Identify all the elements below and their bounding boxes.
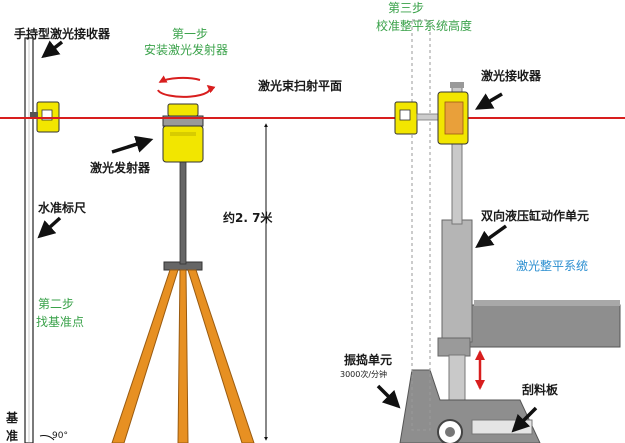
right-angle-mark [39, 435, 55, 441]
receiver-mast [450, 82, 464, 225]
calibration-receiver [394, 101, 442, 135]
vibrating-spec-label: 3000次/分钟 [340, 369, 387, 379]
angle-label: 90° [52, 431, 68, 441]
step2-desc: 找基准点 [36, 315, 84, 329]
level-staff-label: 水准标尺 [38, 200, 86, 215]
cylinder-unit-label: 双向液压缸动作单元 [481, 208, 589, 223]
datum-char-2: 准 [6, 428, 18, 443]
step3-title: 第三步 [388, 1, 424, 15]
step1-desc: 安装激光发射器 [144, 42, 228, 57]
calibration-column [411, 19, 431, 431]
step2-title: 第二步 [38, 297, 74, 311]
scraper-label: 刮料板 [522, 382, 559, 397]
laser-emitter-label: 激光发射器 [90, 160, 151, 175]
handheld-receiver-label: 手持型激光接收器 [14, 26, 111, 41]
leveling-system-label: 激光整平系统 [516, 258, 588, 273]
height-label: 约2. 7米 [223, 210, 273, 225]
datum-char-1: 基 [5, 410, 19, 425]
step3-desc: 校准整平系统高度 [376, 18, 472, 33]
pointer-arrows [37, 40, 538, 433]
rotation-icon [157, 75, 216, 98]
vibrating-unit-label: 振捣单元 [344, 352, 392, 367]
laser-plane-label: 激光束扫射平面 [258, 78, 342, 93]
laser-receiver-label: 激光接收器 [481, 68, 542, 83]
leveling-machine [399, 219, 621, 443]
laser-emitter-device [162, 103, 204, 163]
step1-title: 第一步 [172, 27, 208, 41]
tripod [111, 161, 255, 443]
level-staff [24, 37, 34, 443]
machine-laser-receiver [437, 91, 469, 145]
